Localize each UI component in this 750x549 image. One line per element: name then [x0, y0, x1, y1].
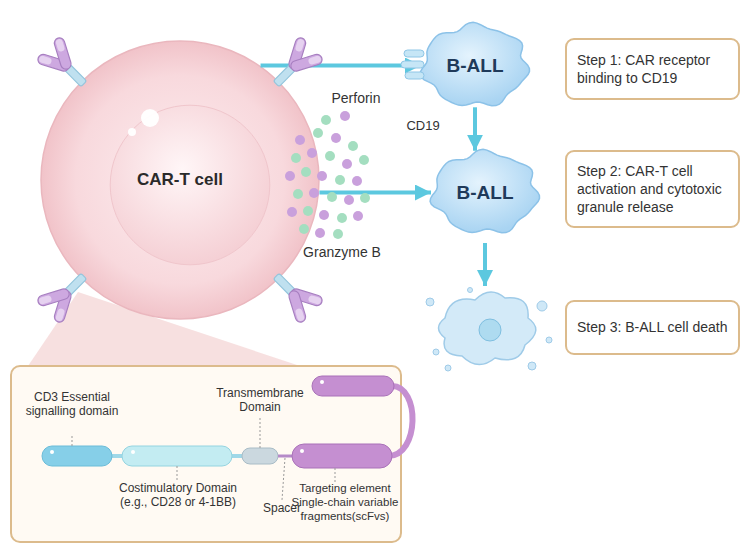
dead-cell [439, 292, 536, 365]
leukemia-cell: B-ALL [425, 145, 545, 240]
perforin-granule [342, 159, 352, 169]
cell-fragment [546, 337, 552, 343]
car-t-nucleus [110, 105, 270, 265]
perforin-granule [340, 111, 350, 121]
leader-line [177, 466, 178, 481]
highlight-dot [128, 128, 136, 136]
scfv-light-chain [292, 444, 392, 468]
perforin-granule [353, 211, 363, 221]
step-text: Step 3: B-ALL cell death [577, 318, 727, 336]
cd19-antigen [401, 61, 424, 68]
granzyme-granule [313, 128, 323, 138]
construct-linker [230, 454, 244, 458]
transmembrane-domain [242, 448, 278, 464]
perforin-granule [352, 176, 362, 186]
granzyme-granule [327, 192, 337, 202]
scfv-linker [388, 386, 413, 456]
granzyme-granule [360, 193, 370, 203]
domain-label: Targeting element Single-chain variable … [288, 482, 402, 523]
cell-fragment [528, 362, 536, 370]
granzyme-granule [335, 175, 345, 185]
domain-label: CD3 Essential signalling domain [20, 390, 124, 419]
car-t-cell-body [41, 41, 319, 319]
construct-linker [110, 454, 124, 458]
perforin-granule [344, 195, 354, 205]
cell-fragment [433, 349, 439, 355]
cell-fragment [426, 298, 434, 306]
perforin-granule [319, 210, 329, 220]
callout-label: CD19 [398, 118, 448, 134]
granzyme-granule [337, 213, 347, 223]
leukemia-cell-body [420, 22, 529, 105]
cell-fragment [537, 301, 547, 311]
step-text: Step 2: CAR-T cell activation and cytoto… [577, 162, 728, 217]
leader-line [260, 418, 261, 448]
cd3-domain [42, 446, 112, 466]
leukemia-cell-body [430, 149, 539, 232]
cd19-antigen [404, 50, 424, 57]
flow-arrow [319, 191, 431, 195]
flow-arrow [483, 243, 487, 286]
cell-label: B-ALL [457, 182, 514, 204]
costimulatory-domain [122, 446, 232, 466]
step-text: Step 1: CAR receptor binding to CD19 [577, 51, 728, 87]
highlight-dot [50, 450, 54, 454]
highlight-dot [320, 380, 324, 384]
step-box: Step 3: B-ALL cell death [565, 300, 740, 355]
leader-line [282, 458, 285, 500]
granzyme-granule [321, 115, 331, 125]
car-t-cell: CAR-T cell [40, 40, 320, 320]
domain-label: Transmembrane Domain [210, 386, 310, 415]
step-box: Step 2: CAR-T cell activation and cytoto… [565, 150, 740, 228]
callout-label: Perforin [318, 90, 394, 107]
cell-fragment [445, 365, 451, 371]
spacer-hinge [278, 455, 293, 458]
granzyme-granule [325, 151, 335, 161]
flow-arrow [261, 64, 421, 68]
perforin-granule [315, 228, 325, 238]
highlight-dot [141, 109, 159, 127]
cell-fragment [468, 288, 473, 293]
scfv-heavy-chain [312, 376, 394, 396]
cell-label: CAR-T cell [137, 170, 223, 190]
step-box: Step 1: CAR receptor binding to CD19 [565, 38, 740, 100]
granzyme-granule [348, 141, 358, 151]
leader-line [72, 436, 73, 446]
highlight-dot [300, 449, 304, 453]
granzyme-granule [359, 155, 369, 165]
highlight-dot [131, 450, 135, 454]
perforin-granule [331, 133, 341, 143]
granzyme-granule [333, 229, 343, 239]
domain-label: Costimulatory Domain (e.g., CD28 or 4-1B… [112, 481, 244, 510]
cell-label: B-ALL [447, 55, 504, 77]
callout-label: Granzyme B [292, 244, 392, 261]
leukemia-cell: B-ALL [415, 18, 535, 113]
flow-arrow [473, 107, 477, 150]
leader-line [335, 468, 336, 482]
cell-nucleus [479, 319, 501, 341]
